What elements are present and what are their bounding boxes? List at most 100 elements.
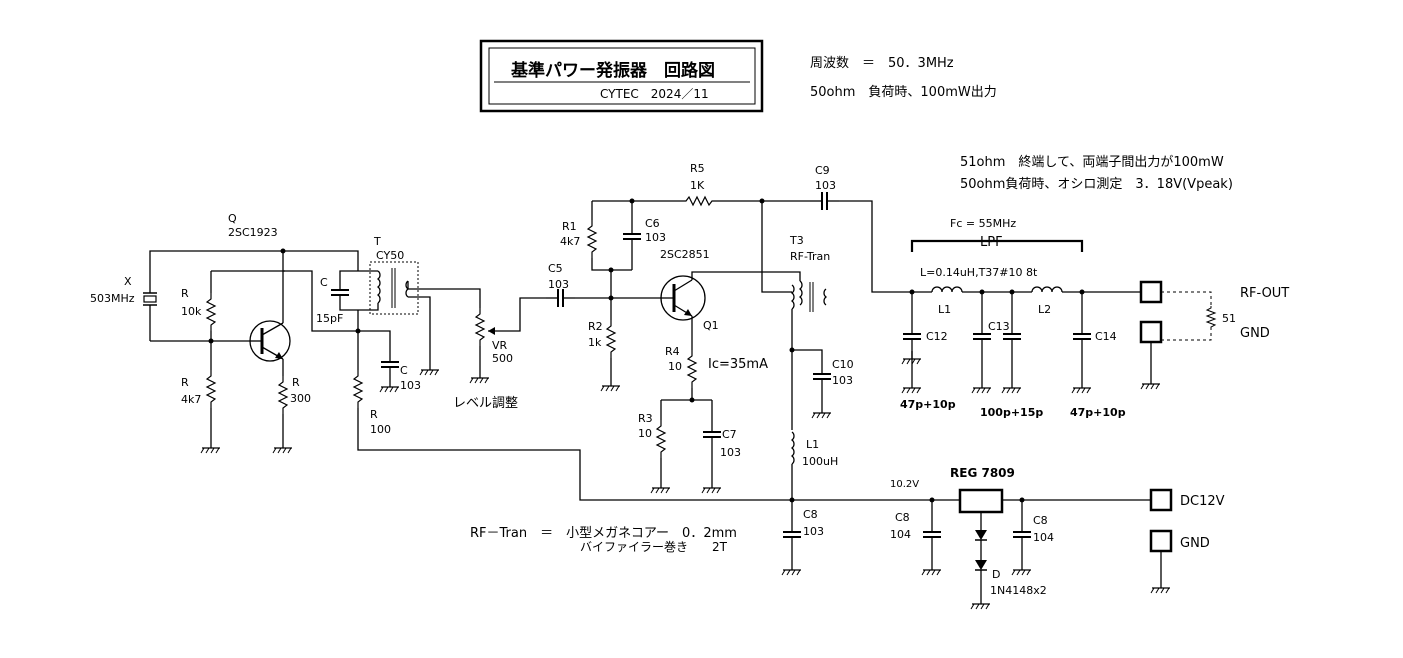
c9-value: 103 [815, 179, 836, 192]
amplifier-section: C5 103 R1 4k7 C6 103 R2 1k R5 1K [545, 162, 912, 576]
crystal-ref: X [124, 275, 132, 288]
lpf-c14: C14 [1095, 330, 1117, 343]
lpf-fc: Fc = 55MHz [950, 217, 1016, 230]
q-part: 2SC1923 [228, 226, 278, 239]
spec-output: 50ohm 負荷時、100mW出力 [810, 85, 997, 100]
r-300-value: 300 [290, 392, 311, 405]
power-section: 10.2V C8 104 REG 7809 C8 104 D 1N4148x2 … [790, 466, 1225, 610]
t-part: CY50 [376, 249, 404, 262]
gnd-power-label: GND [1180, 536, 1210, 551]
c6-ref: C6 [645, 217, 660, 230]
diode-part: 1N4148x2 [990, 584, 1047, 597]
note-line2: 50ohm負荷時、オシロ測定 3．18V(Vpeak) [960, 177, 1233, 192]
q1-ref: Q1 [703, 319, 719, 332]
lpf-l2: L2 [1038, 303, 1051, 316]
c7-value: 103 [720, 446, 741, 459]
q-ref: Q [228, 212, 237, 225]
transformer-t3 [761, 201, 828, 312]
t3-part: RF-Tran [790, 250, 830, 263]
transformer-t [358, 261, 419, 315]
c-103-value: 103 [400, 379, 421, 392]
c8-value: 103 [803, 525, 824, 538]
dc12v-label: DC12V [1180, 494, 1225, 509]
c8b-value: 104 [1033, 531, 1054, 544]
lpf-l1: L1 [938, 303, 951, 316]
title-box: 基準パワー発振器 回路図 CYTEC 2024／11 [479, 39, 764, 113]
regulator-label: REG 7809 [950, 466, 1015, 480]
crystal-x [143, 290, 157, 341]
r-4k7-value: 4k7 [181, 393, 201, 406]
ic-label: Ic=35mA [708, 357, 768, 372]
regulator-7809 [958, 488, 1004, 514]
note-line1: 51ohm 終端して、両端子間出力が100mW [960, 154, 1224, 170]
c7-ref: C7 [722, 428, 737, 441]
lpf-section: Fc = 55MHz LPF L=0.14uH,T37#10 8t L1 L2 … [900, 217, 1141, 419]
r-10k-value: 10k [181, 305, 202, 318]
c6-value: 103 [645, 231, 666, 244]
spec-frequency: 周波数 ＝ 50．3MHz [810, 56, 954, 71]
c-15pf-ref: C [320, 276, 328, 289]
lpf-label: LPF [980, 235, 1003, 250]
r2-ref: R2 [588, 320, 603, 333]
r-300-ref: R [292, 376, 300, 389]
diode-ref: D [992, 568, 1000, 581]
dc12v-terminal [1149, 488, 1173, 512]
r-100-value: 100 [370, 423, 391, 436]
l1-ref: L1 [806, 438, 819, 451]
load-resistor-value: 51 [1222, 312, 1236, 325]
c8b-ref: C8 [1033, 514, 1048, 527]
rf-out-terminal [1139, 280, 1163, 304]
c8a-ref: C8 [895, 511, 910, 524]
r-100-ref: R [370, 408, 378, 421]
r4-value: 10 [668, 360, 682, 373]
r2-value: 1k [588, 336, 602, 349]
lpf-v2: 100p+15p [980, 406, 1043, 419]
rf-tran-note-line1: RF－Tran ＝ 小型メガネコアー 0．2mm [470, 526, 737, 541]
vr-value: 500 [492, 352, 513, 365]
transistor-q [249, 320, 291, 362]
q1-part: 2SC2851 [660, 248, 710, 261]
c10-ref: C10 [832, 358, 854, 371]
r5-value: 1K [690, 179, 705, 192]
r-4k7-ref: R [181, 376, 189, 389]
r5-ref: R5 [690, 162, 705, 175]
t-ref: T [373, 235, 381, 248]
level-vr: VR 500 レベル調整 [453, 297, 546, 411]
c5-ref: C5 [548, 262, 563, 275]
r1-ref: R1 [562, 220, 577, 233]
r-10k-ref: R [181, 287, 189, 300]
lpf-c13: C13 [988, 320, 1010, 333]
r4-ref: R4 [665, 345, 680, 358]
t3-ref: T3 [789, 234, 804, 247]
schematic-title: 基準パワー発振器 回路図 [510, 60, 715, 81]
rf-out-label: RF-OUT [1240, 286, 1289, 301]
c8-ref: C8 [803, 508, 818, 521]
level-label: レベル調整 [453, 396, 518, 411]
gnd-power-terminal [1149, 529, 1173, 553]
lpf-v3: 47p+10p [1070, 406, 1126, 419]
l1-value: 100uH [802, 455, 838, 468]
c-15pf-value: 15pF [316, 312, 343, 325]
gnd-out-terminal [1139, 320, 1163, 344]
lpf-coil-spec: L=0.14uH,T37#10 8t [920, 266, 1038, 279]
gnd-out-label: GND [1240, 326, 1270, 341]
c8a-value: 104 [890, 528, 911, 541]
c-103-ref: C [400, 364, 408, 377]
lpf-c12: C12 [926, 330, 948, 343]
c5-value: 103 [548, 278, 569, 291]
oscillator-section: X 503MHz R 10k R 4k7 Q 2SC1923 [90, 212, 790, 501]
transistor-q1 [660, 275, 706, 321]
r3-value: 10 [638, 427, 652, 440]
rf-tran-note-line2: バイファイラー巻き 2T [580, 540, 728, 554]
vr-ref: VR [492, 339, 508, 352]
output-section: 51 RF-OUT GND [1139, 280, 1289, 390]
lpf-v1: 47p+10p [900, 398, 956, 411]
r1-value: 4k7 [560, 235, 580, 248]
c10-value: 103 [832, 374, 853, 387]
r3-ref: R3 [638, 412, 653, 425]
crystal-value: 503MHz [90, 292, 135, 305]
v-reg-label: 10.2V [890, 479, 919, 490]
c9-ref: C9 [815, 164, 830, 177]
author-date: CYTEC 2024／11 [600, 87, 709, 101]
